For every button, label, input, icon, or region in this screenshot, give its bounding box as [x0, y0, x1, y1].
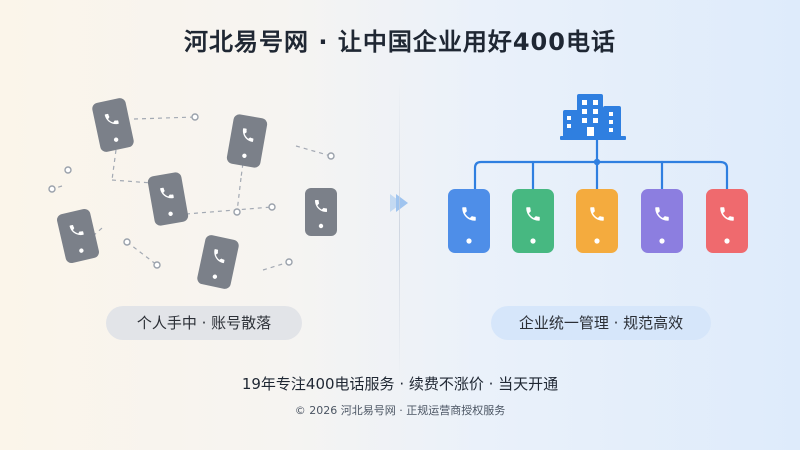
phone-scattered-3	[147, 172, 189, 226]
link-nodes	[48, 113, 335, 269]
scattered-phones	[57, 98, 337, 289]
managed-phone-5	[706, 189, 748, 253]
phone-body	[576, 189, 618, 253]
managed-phone-1	[448, 189, 490, 253]
phone-scattered-5	[197, 235, 239, 289]
phone-body	[226, 114, 268, 168]
phone-body	[706, 189, 748, 253]
managed-phones	[448, 189, 748, 253]
phone-body	[305, 188, 337, 236]
phone-scattered-1	[92, 98, 134, 152]
phone-body	[448, 189, 490, 253]
phone-body	[641, 189, 683, 253]
managed-phone-4	[641, 189, 683, 253]
caption-scattered: 个人手中 · 账号散落	[106, 306, 302, 340]
phone-body	[92, 98, 134, 152]
center-divider	[399, 80, 400, 380]
managed-phone-2	[512, 189, 554, 253]
phone-body	[512, 189, 554, 253]
tree-node	[593, 158, 601, 166]
copyright-text: © 2026 河北易号网 · 正规运营商授权服务	[294, 404, 506, 417]
phone-body	[57, 209, 99, 263]
org-connectors	[473, 138, 729, 192]
phone-body	[197, 235, 239, 289]
phone-body	[147, 172, 189, 226]
managed-phone-3	[576, 189, 618, 253]
service-tagline: 19年专注400电话服务 · 续费不涨价 · 当天开通	[241, 375, 559, 393]
phone-scattered-6	[305, 188, 337, 236]
phone-scattered-2	[226, 114, 268, 168]
caption-managed: 企业统一管理 · 规范高效	[491, 306, 711, 340]
page-title: 河北易号网 · 让中国企业用好400电话	[184, 28, 616, 56]
office-building-icon	[560, 94, 626, 140]
phone-scattered-4	[57, 209, 99, 263]
